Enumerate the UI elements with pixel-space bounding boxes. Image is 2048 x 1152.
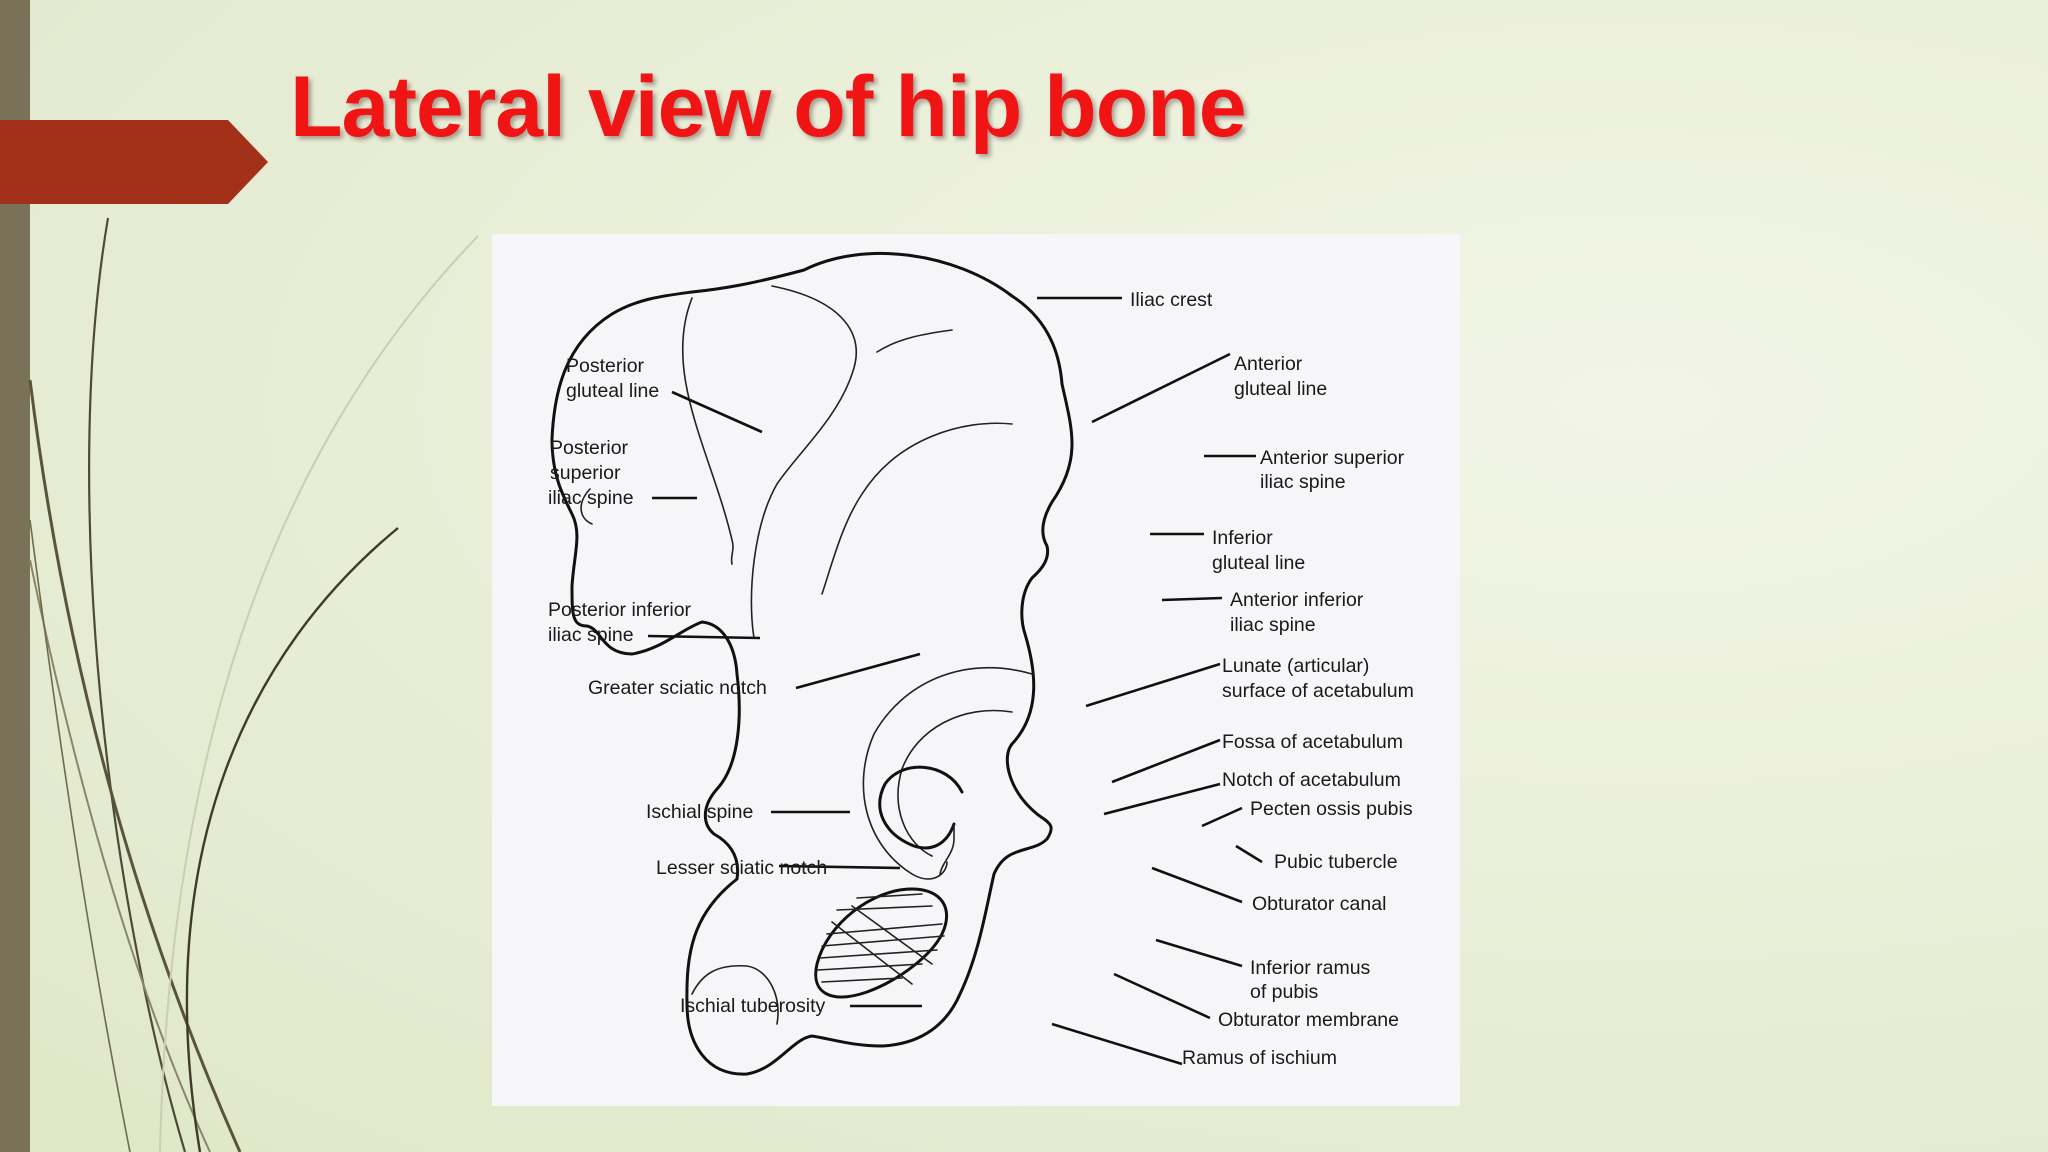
label-lunate-surface: Lunate (articular) surface of acetabulum <box>1222 655 1414 702</box>
label-obturator-canal: Obturator canal <box>1252 893 1386 915</box>
label-posterior-gluteal-line: Posterior gluteal line <box>566 355 659 402</box>
label-pubic-tubercle: Pubic tubercle <box>1274 851 1398 873</box>
label-anterior-gluteal-line: Anterior gluteal line <box>1234 353 1327 400</box>
label-ischial-spine: Ischial spine <box>646 801 753 823</box>
label-fossa-of-acetabulum: Fossa of acetabulum <box>1222 731 1403 753</box>
label-greater-sciatic-notch: Greater sciatic notch <box>588 677 767 699</box>
label-posterior-inferior-iliac-spine: Posterior inferior iliac spine <box>548 599 696 646</box>
label-anterior-inferior-iliac-spine: Anterior inferior iliac spine <box>1230 589 1369 636</box>
label-ischial-tuberosity: Ischial tuberosity <box>680 995 825 1017</box>
label-ramus-of-ischium: Ramus of ischium <box>1182 1047 1337 1069</box>
label-lesser-sciatic-notch: Lesser sciatic notch <box>656 857 827 879</box>
hip-bone-drawing: Iliac crest Posterior gluteal line Anter… <box>548 251 1414 1076</box>
label-inferior-ramus-of-pubis: Inferior ramus of pubis <box>1250 957 1376 1003</box>
leader-lines <box>647 296 1263 1066</box>
label-anterior-superior-iliac-spine: Anterior superior iliac spine <box>1260 447 1410 493</box>
label-posterior-superior-iliac-spine: Posterior superior iliac spine <box>548 437 634 509</box>
decorative-swooshes <box>28 217 479 1152</box>
obturator-membrane-hatching <box>817 893 945 985</box>
label-pecten-ossis-pubis: Pecten ossis pubis <box>1250 798 1413 820</box>
slide-title: Lateral view of hip bone <box>290 59 1247 155</box>
label-obturator-membrane: Obturator membrane <box>1218 1009 1399 1031</box>
label-iliac-crest: Iliac crest <box>1130 289 1213 311</box>
label-notch-of-acetabulum: Notch of acetabulum <box>1222 769 1401 791</box>
title-accent-arrow <box>0 120 268 204</box>
anatomy-labels: Iliac crest Posterior gluteal line Anter… <box>548 289 1414 1069</box>
label-inferior-gluteal-line: Inferior gluteal line <box>1212 527 1305 574</box>
hip-bone-diagram: Iliac crest Posterior gluteal line Anter… <box>492 234 1460 1106</box>
bone-outline <box>550 251 1074 1076</box>
